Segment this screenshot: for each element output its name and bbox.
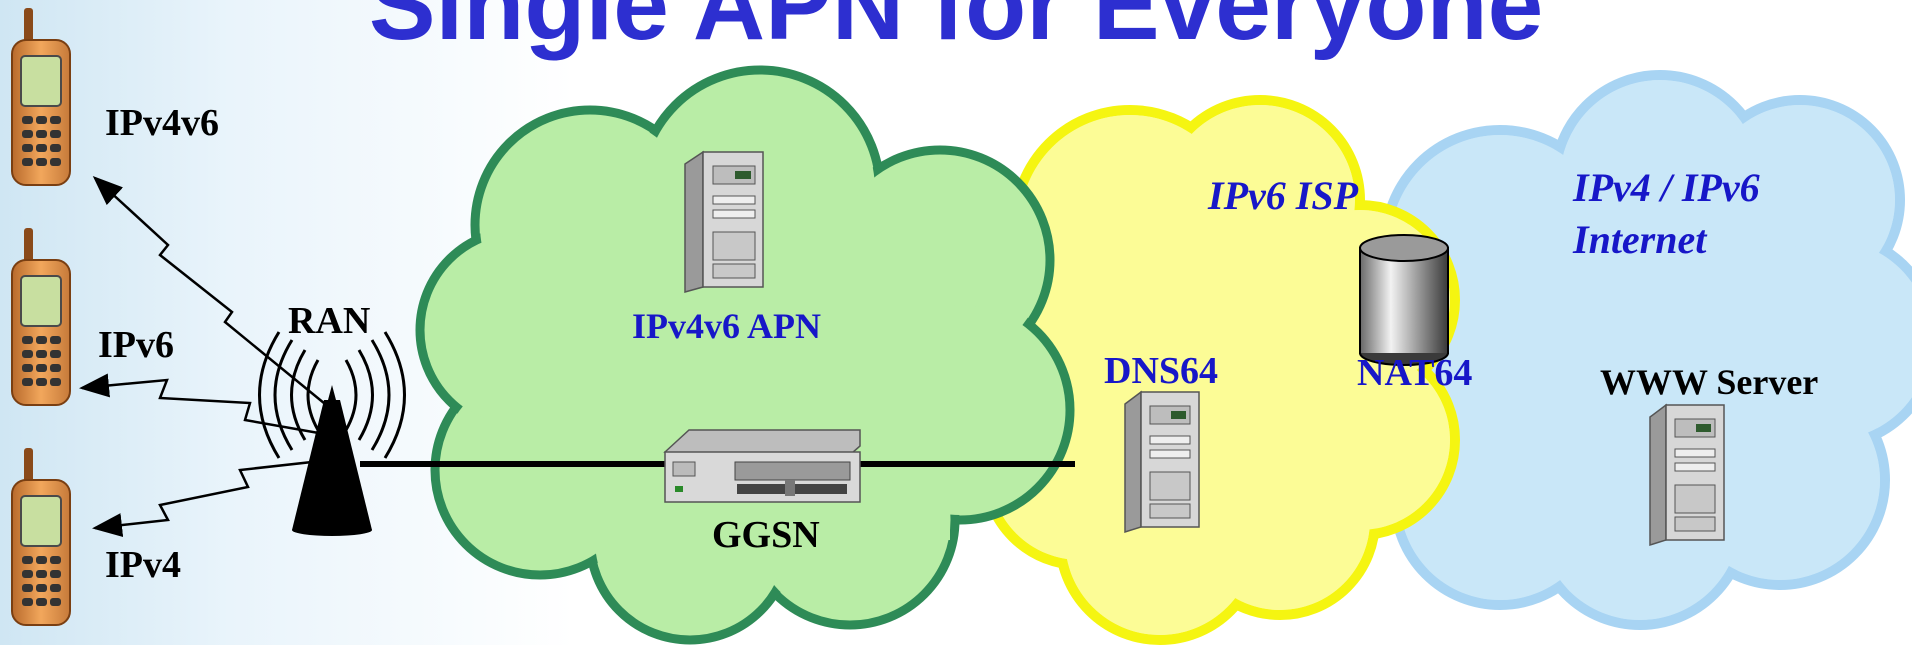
phone-label-ipv4: IPv4 (105, 544, 181, 586)
isp-title: IPv6 ISP (1208, 173, 1358, 218)
mobile-phone-icon (11, 448, 71, 626)
gateway-router-icon (663, 429, 861, 503)
radio-link-ipv4v6 (92, 175, 331, 409)
phone-label-ipv6: IPv6 (98, 324, 174, 366)
radio-link-ipv6 (79, 373, 331, 437)
radio-tower-icon (258, 331, 406, 536)
internet-title-line2: Internet (1573, 217, 1707, 262)
server-icon (1124, 390, 1200, 534)
slide-title: Single APN for Everyone (368, 0, 1544, 61)
apn-label: IPv4v6 APN (632, 306, 821, 346)
phone-label-ipv4v6: IPv4v6 (105, 102, 219, 144)
radio-links (79, 175, 331, 537)
dns64-label: DNS64 (1104, 350, 1219, 392)
mobile-phone-icon (11, 228, 71, 406)
radio-link-ipv4 (92, 458, 331, 537)
database-cylinder-icon (1359, 234, 1449, 366)
nat64-label: NAT64 (1357, 352, 1473, 394)
server-icon (684, 150, 764, 293)
internet-title-line1: IPv4 / IPv6 (1573, 165, 1760, 210)
www-server-label: WWW Server (1600, 362, 1819, 402)
server-icon (1649, 403, 1725, 547)
mobile-phone-icon (11, 8, 71, 186)
ggsn-label: GGSN (712, 514, 820, 556)
ran-label: RAN (288, 300, 371, 342)
